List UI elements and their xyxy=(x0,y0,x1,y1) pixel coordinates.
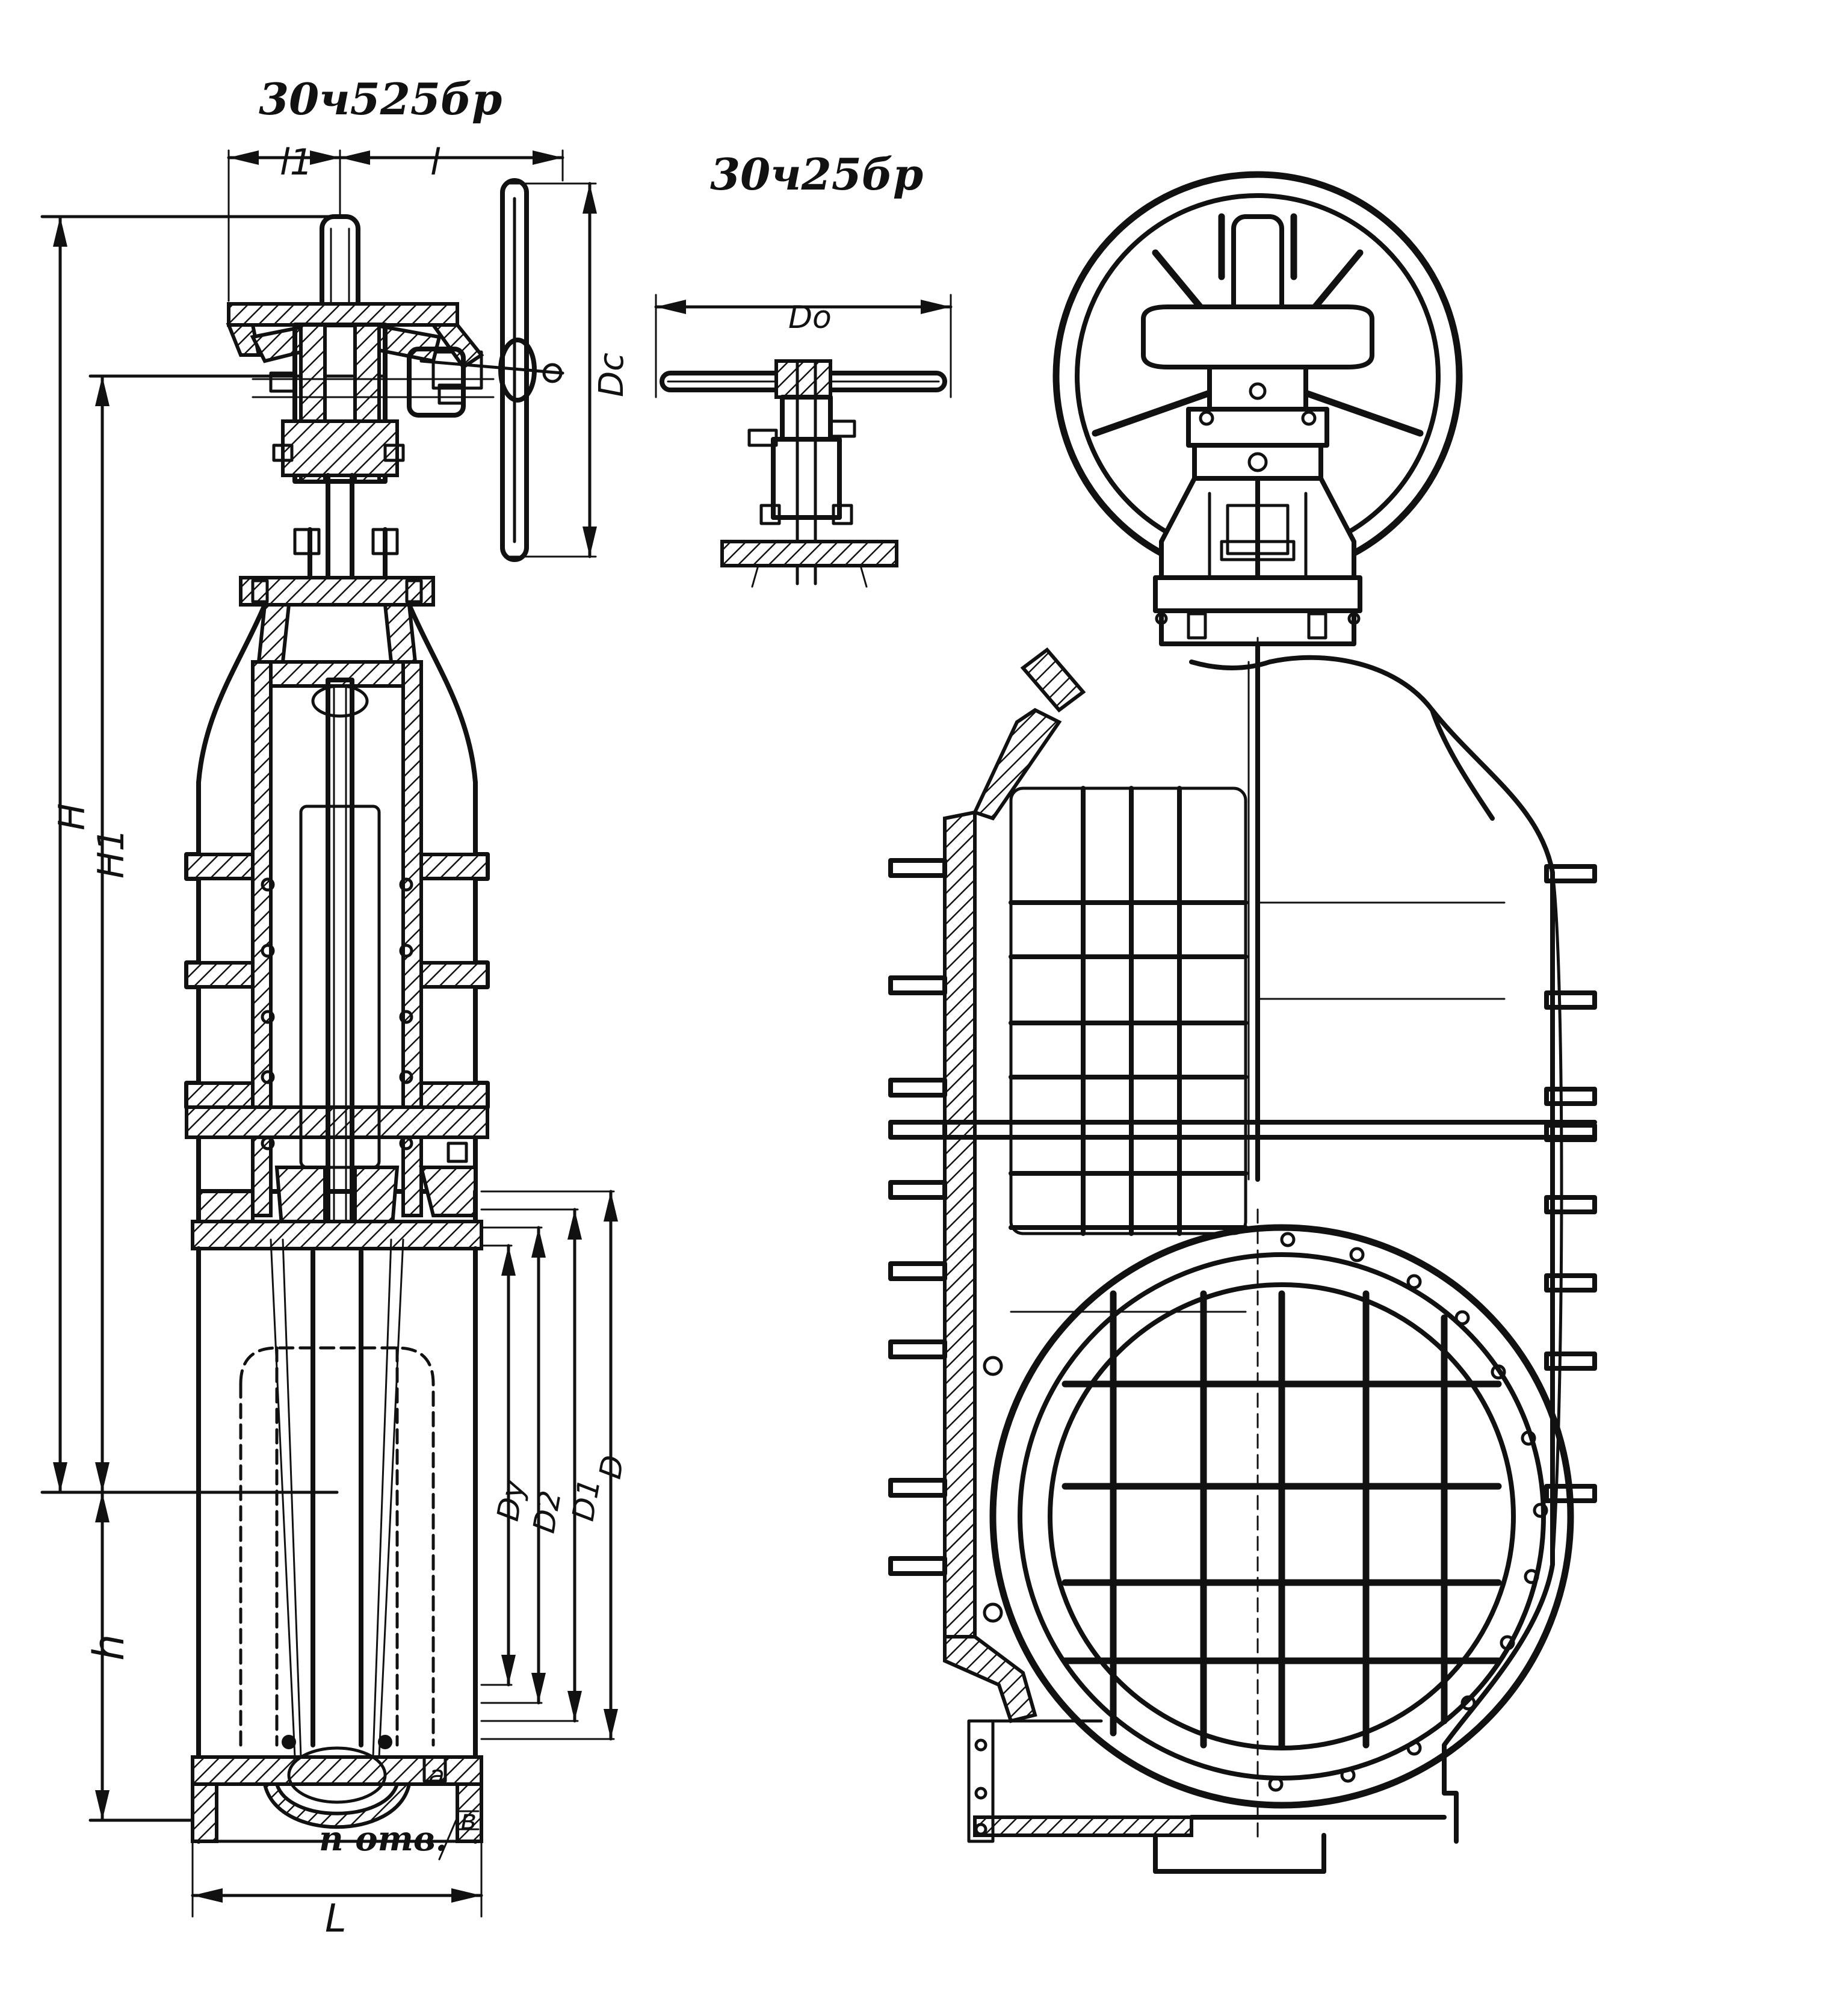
side-handwheel xyxy=(419,178,597,562)
right-exterior-view xyxy=(888,171,1597,1874)
label-l: l xyxy=(430,141,440,184)
label-Dy: Dy xyxy=(490,1477,532,1524)
right-body-outline xyxy=(888,647,1597,1874)
stem-top xyxy=(320,214,360,315)
label-h: h xyxy=(84,1634,134,1661)
label-l1: l1 xyxy=(280,141,313,184)
valve-body xyxy=(184,602,490,1242)
label-Do: Do xyxy=(788,300,832,336)
label-H: H xyxy=(51,803,93,830)
label-a: a xyxy=(428,1760,445,1791)
label-D2: D2 xyxy=(527,1488,568,1536)
body-grid xyxy=(1009,786,1248,1313)
label-n-holes: n отв. xyxy=(319,1819,447,1859)
handwheel-detail-view xyxy=(654,294,953,588)
flange-bolt-holes xyxy=(983,1232,1548,1792)
body-bolts xyxy=(261,877,413,1151)
yoke xyxy=(1153,476,1362,1182)
flange-grid xyxy=(1062,1290,1502,1749)
left-section-view xyxy=(40,149,618,1918)
bonnet-flange xyxy=(239,576,435,607)
outlet-flange-circle xyxy=(983,1208,1574,1843)
top-view-title: 30ч25бр xyxy=(710,149,923,200)
dimension-H xyxy=(40,215,339,1494)
label-Dc: Dc xyxy=(592,353,631,397)
left-view-title: 30ч525бр xyxy=(259,73,502,125)
dimension-h xyxy=(88,1490,200,1822)
dimension-H1 xyxy=(88,374,387,1494)
labels: 30ч525бр 30ч25бр l1 l Dc Do H H1 h Dy D2… xyxy=(51,73,923,1941)
dimension-L xyxy=(191,1816,483,1918)
left-ribs xyxy=(888,858,947,1576)
label-D: D xyxy=(593,1453,631,1481)
bonnet-column xyxy=(293,473,399,580)
label-D1: D1 xyxy=(566,1476,607,1524)
label-b: в xyxy=(460,1803,477,1836)
flange-dimensions xyxy=(456,1190,618,1830)
label-H1: H1 xyxy=(90,829,132,879)
gear-housing xyxy=(226,302,495,484)
label-L: L xyxy=(325,1897,347,1941)
dimension-l1-l xyxy=(227,149,564,302)
lower-body xyxy=(191,1189,483,1844)
